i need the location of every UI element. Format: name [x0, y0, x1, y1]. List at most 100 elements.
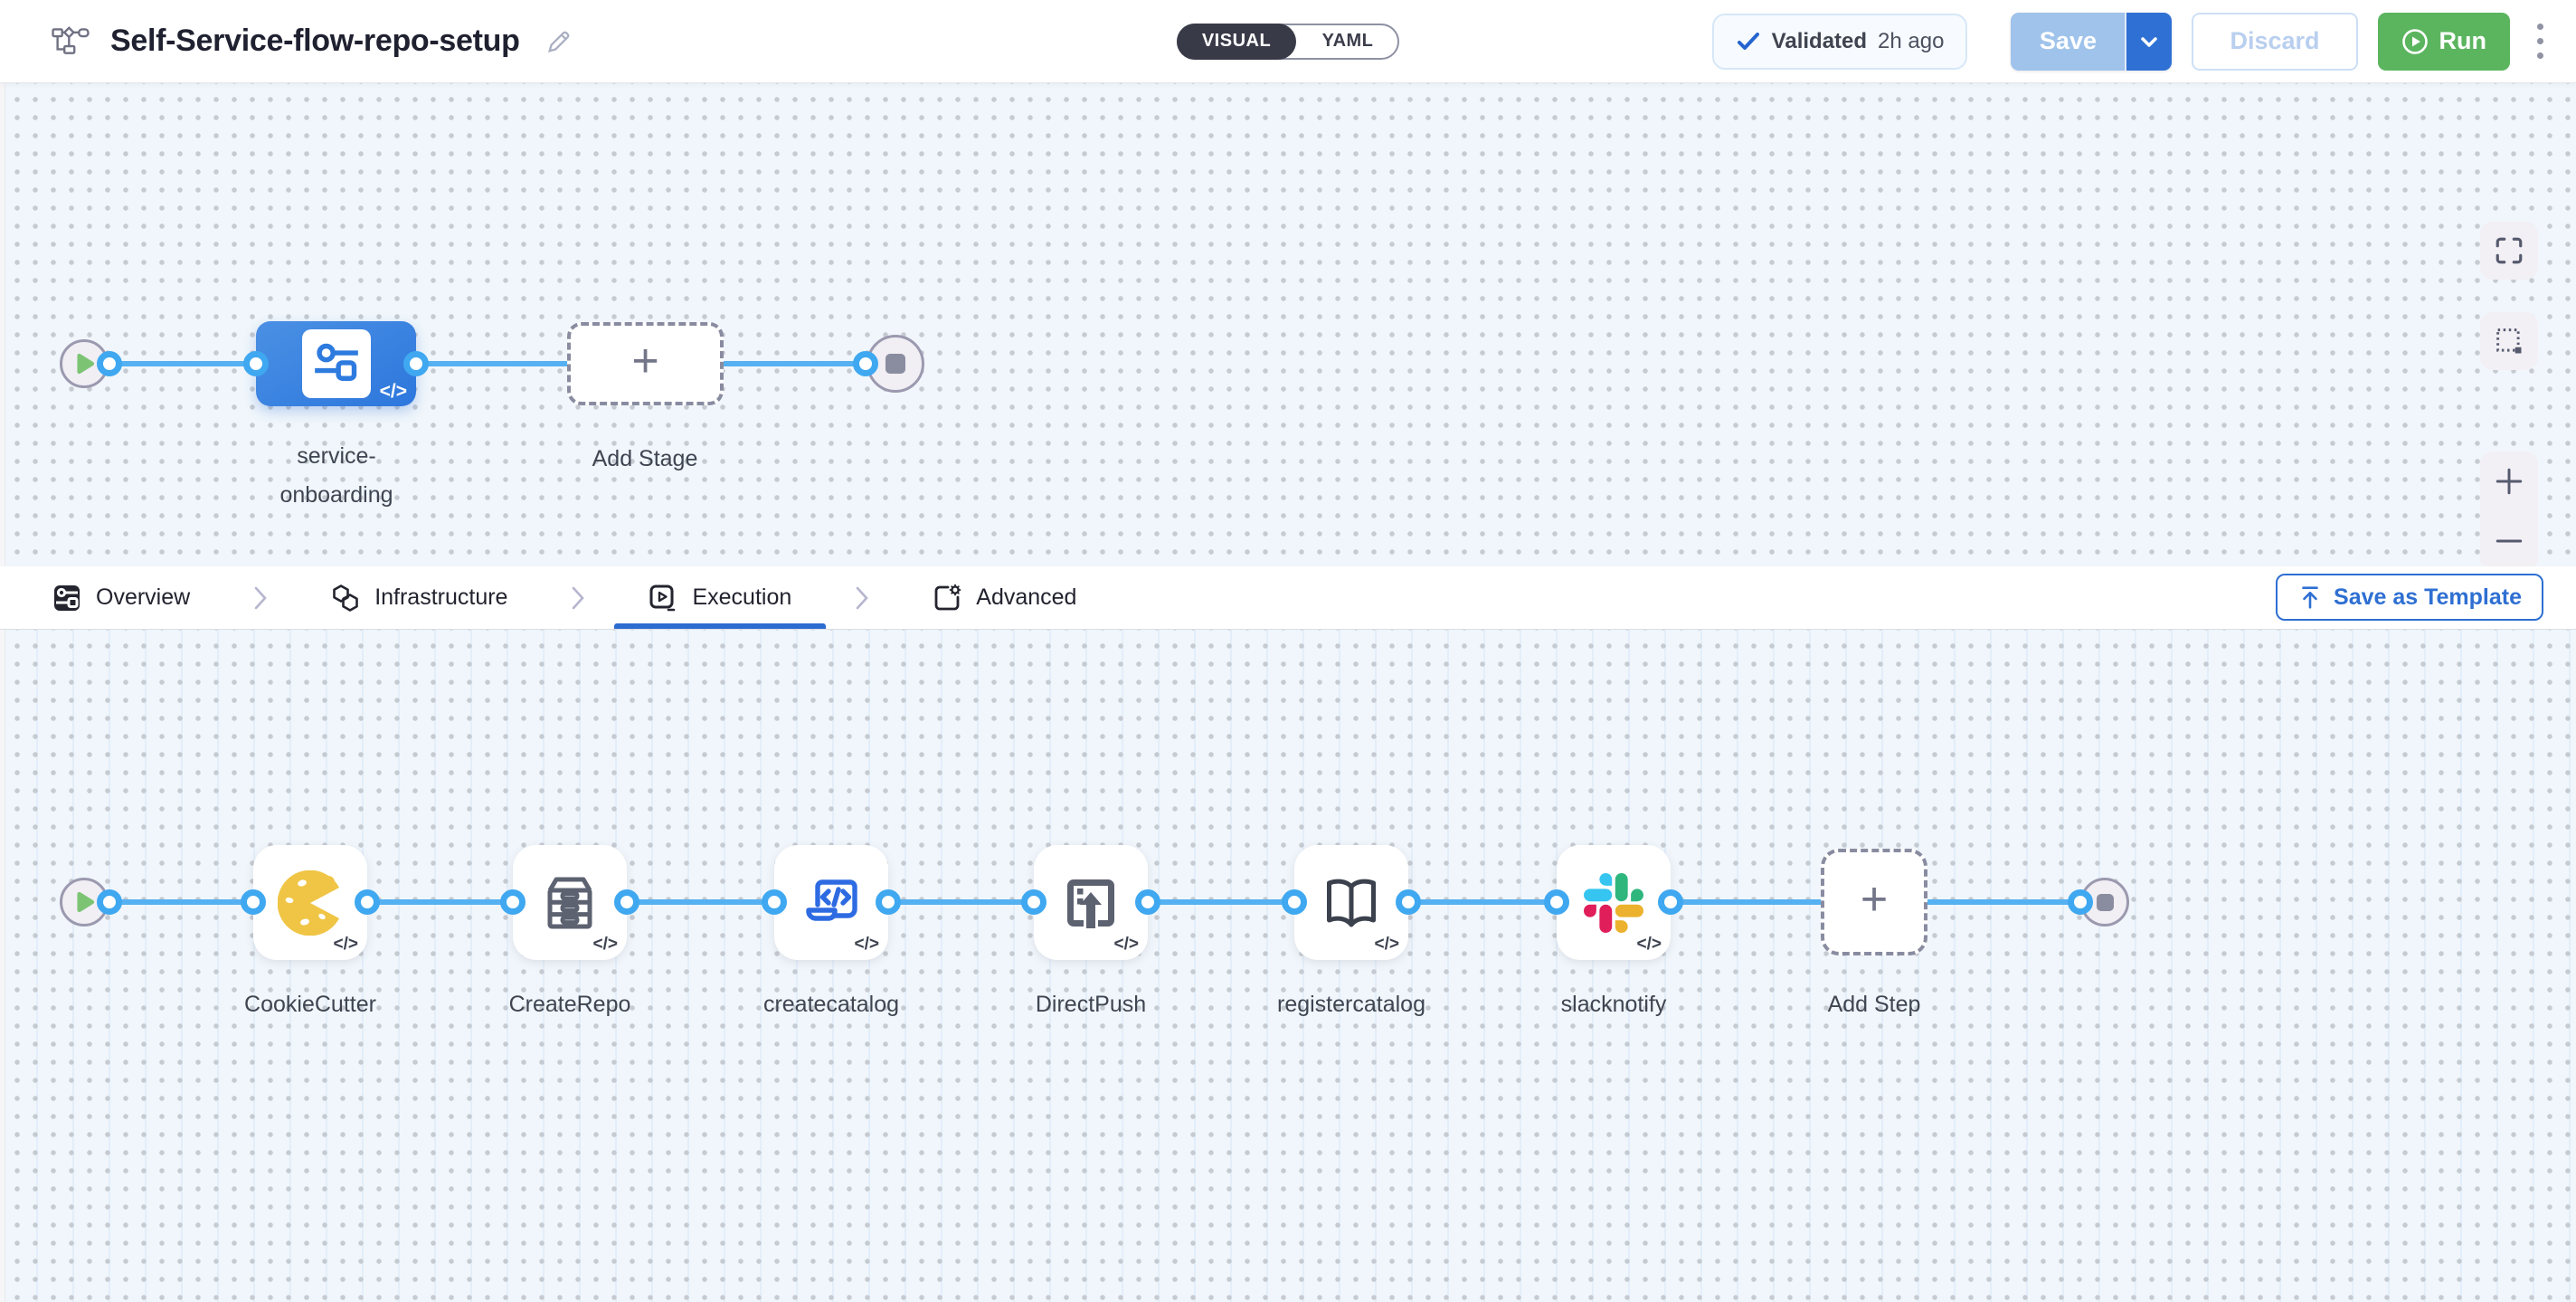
toggle-visual[interactable]: VISUAL — [1177, 23, 1296, 60]
more-options-button[interactable] — [2530, 18, 2551, 64]
validated-badge[interactable]: Validated 2h ago — [1711, 13, 1968, 70]
step-node-createcatalog[interactable]: </> — [774, 845, 888, 960]
edit-title-button[interactable] — [540, 27, 578, 56]
open-book-icon — [1327, 879, 1376, 927]
stop-square-icon — [2096, 893, 2114, 911]
step-code-badge[interactable]: </> — [1113, 935, 1139, 954]
stage-tabbar: Overview Infrastructure — [0, 566, 2576, 630]
connector-port[interactable] — [614, 889, 639, 915]
pipeline-end-node[interactable] — [867, 335, 924, 393]
connector-port[interactable] — [243, 351, 269, 376]
save-button[interactable]: Save — [2011, 12, 2126, 71]
save-as-template-label: Save as Template — [2334, 584, 2522, 610]
fullscreen-icon — [2496, 237, 2523, 264]
stage-node-service-onboarding[interactable]: </> — [256, 321, 416, 406]
step-code-badge[interactable]: </> — [1374, 935, 1399, 954]
run-button[interactable]: Run — [2377, 12, 2510, 71]
header-actions: Validated 2h ago Save Discard — [1711, 12, 2576, 71]
step-label: registercatalog — [1277, 992, 1425, 1017]
start-play-icon — [77, 353, 95, 375]
chevron-down-icon — [2141, 36, 2158, 47]
stage-connector-line — [84, 361, 895, 366]
fit-to-screen-button[interactable] — [2480, 222, 2538, 280]
overview-icon — [52, 584, 81, 613]
zoom-in-button[interactable] — [2480, 454, 2538, 508]
step-code-badge[interactable]: </> — [592, 935, 618, 954]
step-node-slacknotify[interactable]: </> — [1557, 845, 1671, 960]
save-options-button[interactable] — [2125, 12, 2173, 71]
steps-start-node[interactable] — [60, 878, 109, 927]
stop-square-icon — [886, 354, 905, 374]
tab-advanced[interactable]: Advanced — [898, 566, 1111, 629]
step-node-registercatalog[interactable]: </> — [1294, 845, 1408, 960]
step-node-createrepo[interactable]: </> — [513, 845, 627, 960]
toggle-yaml[interactable]: YAML — [1321, 31, 1374, 51]
visual-yaml-toggle[interactable]: VISUAL YAML — [1177, 23, 1399, 60]
stage-code-badge[interactable]: </> — [379, 381, 407, 402]
add-step-node[interactable]: + — [1821, 849, 1927, 955]
add-stage-node[interactable]: + — [567, 322, 724, 405]
connector-port[interactable] — [97, 889, 122, 915]
drawer-cabinet-icon — [547, 877, 592, 928]
connector-port[interactable] — [241, 889, 266, 915]
connector-port[interactable] — [853, 351, 878, 376]
upload-icon — [2297, 584, 2323, 610]
validated-time: 2h ago — [1878, 28, 1945, 53]
step-label: DirectPush — [1035, 992, 1147, 1017]
step-node-directpush[interactable]: </> — [1034, 845, 1148, 960]
connector-port[interactable] — [1658, 889, 1683, 915]
connector-port[interactable] — [355, 889, 380, 915]
tab-label: Advanced — [976, 584, 1077, 610]
run-play-icon — [2401, 28, 2429, 55]
connector-port[interactable] — [1544, 889, 1569, 915]
connector-port[interactable] — [403, 351, 429, 376]
chevron-right-icon — [826, 566, 898, 629]
run-label: Run — [2439, 27, 2486, 54]
connector-port[interactable] — [1021, 889, 1046, 915]
execution-icon — [649, 584, 677, 613]
infrastructure-icon — [331, 584, 360, 613]
save-split-button: Save — [2011, 12, 2173, 71]
zoom-out-button[interactable] — [2480, 514, 2538, 568]
connector-port[interactable] — [1282, 889, 1307, 915]
connector-port[interactable] — [2068, 889, 2093, 915]
laptop-code-icon — [806, 879, 857, 921]
execution-step-canvas[interactable]: </> </> </> — [0, 629, 2576, 1302]
header: Self-Service-flow-repo-setup VISUAL YAML… — [0, 0, 2576, 83]
connector-port[interactable] — [1135, 889, 1160, 915]
stage-label: service-onboarding — [279, 443, 393, 508]
connector-port[interactable] — [876, 889, 901, 915]
zoom-out-icon — [2496, 539, 2523, 543]
header-title-group: Self-Service-flow-repo-setup — [0, 24, 578, 59]
tab-overview[interactable]: Overview — [18, 566, 224, 629]
connector-port[interactable] — [1396, 889, 1421, 915]
tab-label: Infrastructure — [374, 584, 508, 610]
kebab-menu-icon — [2537, 24, 2543, 30]
connector-port[interactable] — [500, 889, 526, 915]
step-code-badge[interactable]: </> — [854, 935, 879, 954]
cookiecutter-icon — [278, 870, 339, 936]
stage-flow-icon — [301, 329, 371, 398]
marquee-select-button[interactable] — [2480, 312, 2538, 370]
chevron-right-icon — [224, 566, 297, 629]
slack-icon — [1584, 872, 1643, 933]
zoom-in-icon — [2496, 468, 2523, 495]
step-code-badge[interactable]: </> — [333, 935, 358, 954]
step-node-cookiecutter[interactable]: </> — [253, 845, 367, 960]
step-label: createcatalog — [762, 992, 900, 1017]
tab-execution[interactable]: Execution — [614, 566, 827, 629]
stage-canvas[interactable]: </> + service-onboarding Add Stage — [0, 82, 2576, 571]
tab-label: Overview — [96, 584, 191, 610]
step-code-badge[interactable]: </> — [1636, 935, 1662, 954]
advanced-icon — [933, 584, 961, 613]
canvas-controls — [2480, 222, 2538, 571]
plus-icon: + — [1860, 873, 1889, 926]
connector-port[interactable] — [97, 351, 122, 376]
tab-infrastructure[interactable]: Infrastructure — [297, 566, 542, 629]
connector-port[interactable] — [762, 889, 787, 915]
save-as-template-button[interactable]: Save as Template — [2276, 574, 2543, 621]
push-upload-icon — [1067, 879, 1114, 928]
plus-icon: + — [631, 335, 659, 387]
discard-button[interactable]: Discard — [2192, 12, 2358, 71]
